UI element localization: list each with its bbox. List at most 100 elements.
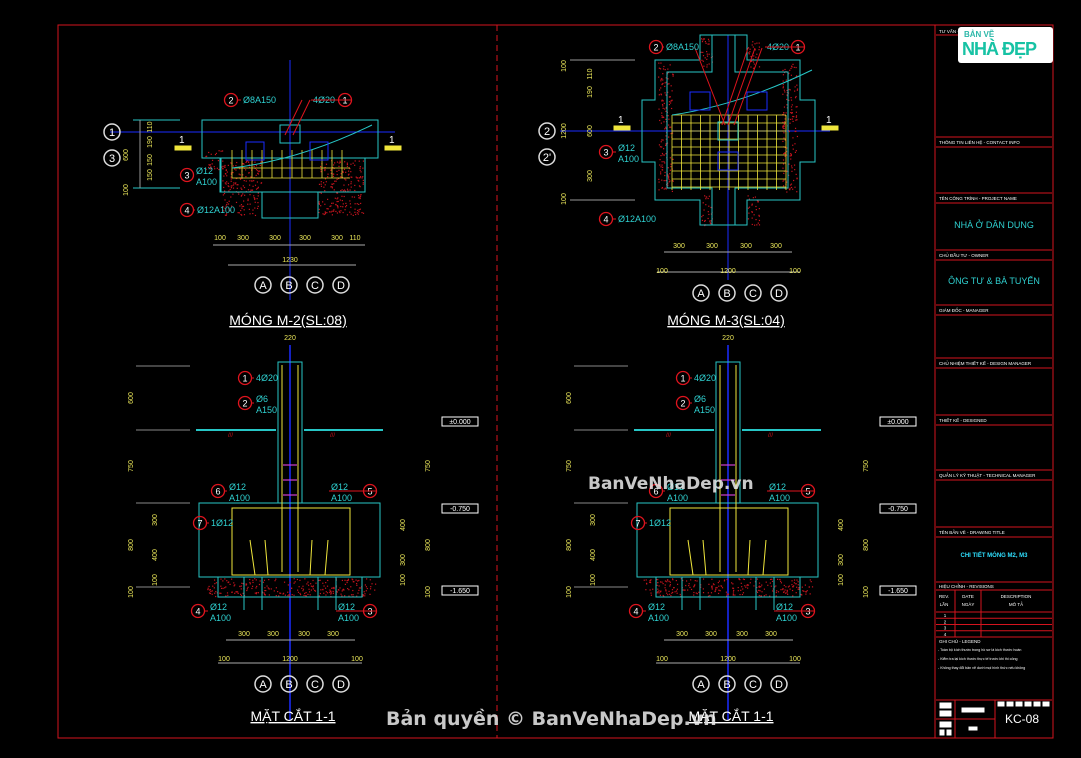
hatch-dot [783,84,784,85]
hatch-dot [659,164,660,165]
hatch-dot [238,593,239,594]
hatch-dot [277,591,278,592]
hatch-dot [784,589,785,590]
hatch-dot [670,157,671,158]
hatch-dot [247,204,248,205]
hatch-dot [249,194,250,195]
hatch-dot [352,196,353,197]
hatch-dot [758,201,759,202]
hatch-dot [657,582,658,583]
hatch-dot [666,188,667,189]
design-manager-label: CHỦ NHIỆM THIẾT KẾ - DESIGN MANAGER [939,359,1032,366]
hatch-dot [663,148,664,149]
hatch-dot [782,141,783,142]
hatch-dot [671,593,672,594]
hatch-dot [790,97,791,98]
hatch-dot [761,585,762,586]
hatch-dot [696,592,697,593]
hatch-dot [242,193,243,194]
hatch-dot [745,587,746,588]
dimension-text: 400 [590,549,597,561]
hatch-dot [345,584,346,585]
hatch-dot [225,586,226,587]
stamp-block [1016,702,1022,706]
hatch-dot [220,579,221,580]
hatch-dot [375,584,376,585]
hatch-dot [693,592,694,593]
hatch-dot [360,171,361,172]
hatch-dot [646,579,647,580]
hatch-dot [755,219,756,220]
hatch-dot [333,209,334,210]
stamp-block [1034,702,1040,706]
dimension-text: 190 [587,86,594,98]
hatch-dot [792,586,793,587]
hatch-dot [792,112,793,113]
hatch-dot [241,588,242,589]
hatch-dot [705,43,706,44]
hatch-dot [215,596,216,597]
hatch-dot [337,212,338,213]
stamp-block [940,703,951,708]
hatch-dot [756,43,757,44]
stamp-block [940,711,951,716]
hatch-dot [786,90,787,91]
section-mark [614,126,630,130]
hatch-dot [786,112,787,113]
hatch-dot [755,206,756,207]
hatch-dot [662,105,663,106]
hatch-dot [360,170,361,171]
drawing-title-m2: MÓNG M-2(SL:08) [229,312,346,328]
hatch-dot [792,595,793,596]
hatch-dot [245,176,246,177]
hatch-dot [325,582,326,583]
hatch-dot [663,66,664,67]
hatch-dot [805,594,806,595]
dimension-text: 750 [566,460,573,472]
legend-label: GHI CHÚ - LEGEND [939,638,981,644]
hatch-dot [671,85,672,86]
grid-bubble-label: A [697,288,705,300]
hatch-dot [668,83,669,84]
grid-bubble-label: 1 [109,127,115,139]
hatch-dot [665,153,666,154]
hatch-dot [264,593,265,594]
owner-label: CHỦ ĐẦU TƯ - OWNER [939,252,989,258]
hatch-dot [246,590,247,591]
hatch-dot [660,173,661,174]
hatch-dot [354,209,355,210]
drawing-title-label: TÊN BẢN VẼ - DRAWING TITLE [939,528,1005,535]
hatch-dot [760,586,761,587]
hatch-dot [357,210,358,211]
concrete-hatch [207,578,376,597]
hatch-dot [225,182,226,183]
hatch-dot [228,186,229,187]
hatch-dot [319,209,320,210]
hatch-dot [348,171,349,172]
hatch-dot [233,165,234,166]
hatch-dot [252,213,253,214]
callout-number: 3 [184,171,189,181]
hatch-dot [793,121,794,122]
hatch-dot [331,186,332,187]
callout-text: A100 [338,613,359,623]
hatch-dot [661,582,662,583]
hatch-dot [244,187,245,188]
hatch-dot [320,593,321,594]
hatch-dot [233,182,234,183]
hatch-dot [319,203,320,204]
hatch-dot [668,179,669,180]
hatch-dot [305,592,306,593]
dimension-text: 110 [349,235,360,242]
hatch-dot [794,187,795,188]
hatch-dot [360,196,361,197]
hatch-dot [343,203,344,204]
hatch-dot [721,586,722,587]
hatch-dot [743,592,744,593]
stamp-block [962,708,984,712]
legend-note: - Kiểm tra lại kích thước thực tế trước … [938,657,1017,661]
hatch-dot [214,166,215,167]
level-label: -1.650 [450,588,470,595]
hatch-dot [258,187,259,188]
hatch-dot [205,156,206,157]
